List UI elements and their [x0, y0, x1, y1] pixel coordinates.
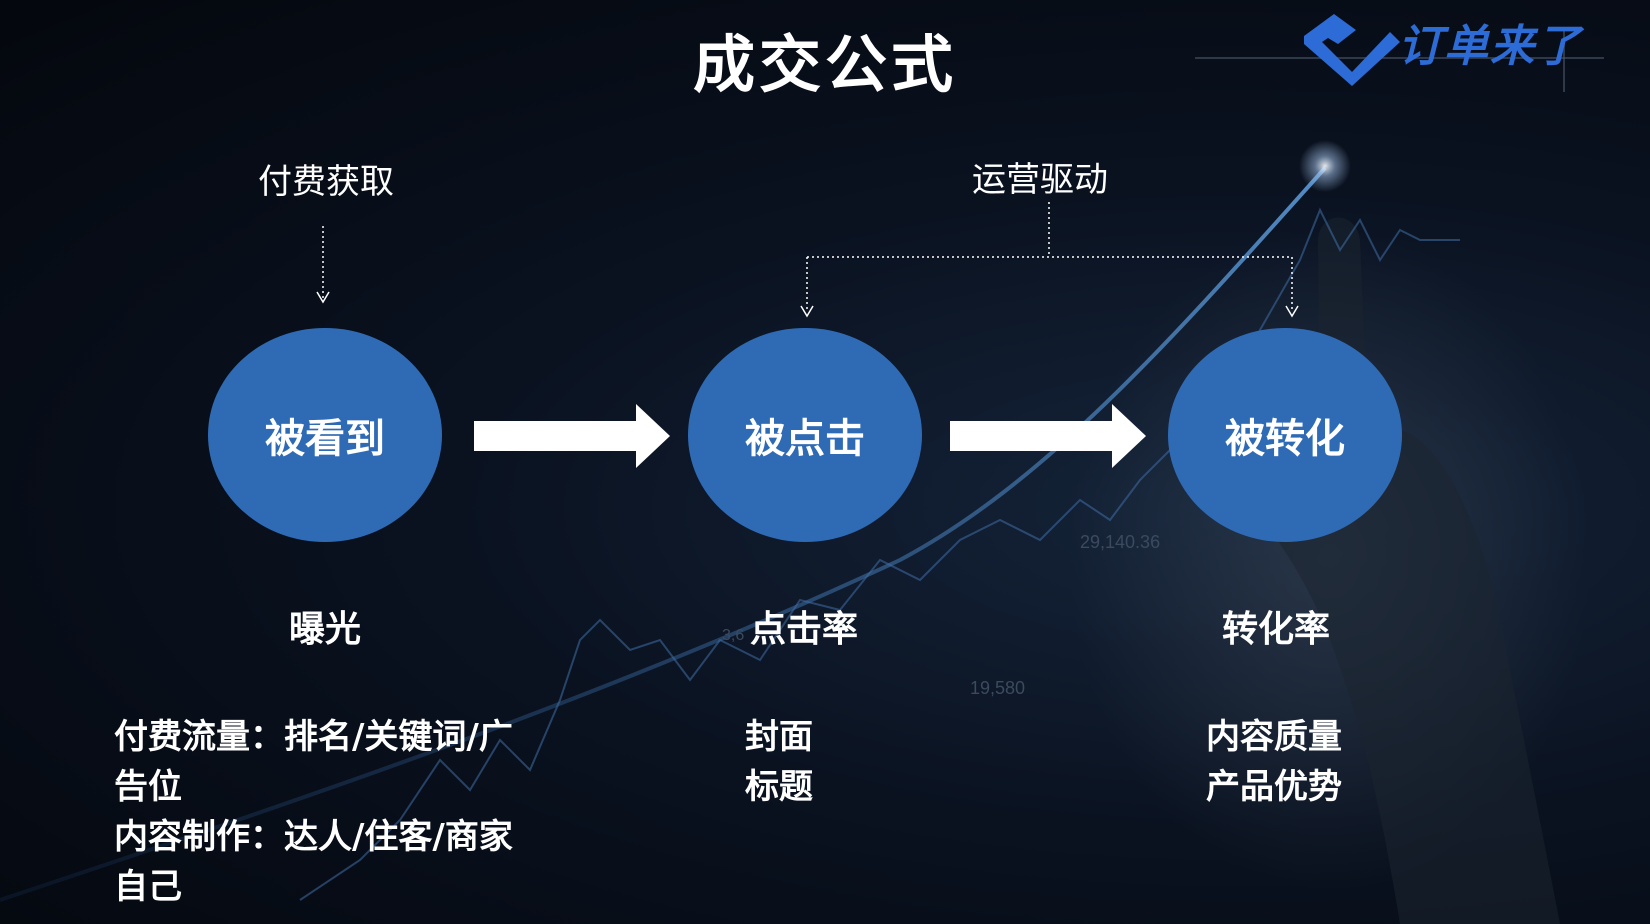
desc-middle-line: 标题 [745, 767, 813, 807]
bg-number-3: 3,6 [722, 627, 744, 644]
node-seen: 被看到 [208, 328, 442, 542]
label-paid-acquisition: 付费获取 [258, 162, 394, 202]
node-converted: 被转化 [1168, 328, 1402, 542]
node-converted-label: 被转化 [1225, 416, 1345, 462]
label-operations-driven: 运营驱动 [972, 160, 1108, 200]
desc-right: 内容质量 产品优势 [1206, 712, 1342, 812]
arrow-right-icon [474, 404, 670, 468]
node-clicked-label: 被点击 [745, 416, 865, 462]
desc-middle: 封面 标题 [745, 712, 813, 812]
node-clicked: 被点击 [688, 328, 922, 542]
desc-right-line: 产品优势 [1206, 767, 1342, 807]
bg-number-2: 19,580 [970, 678, 1025, 698]
logo-icon [1304, 14, 1400, 86]
arrow-right-icon [950, 404, 1146, 468]
desc-left-line: 自己 [114, 867, 182, 907]
metric-conversion-rate: 转化率 [1221, 609, 1330, 650]
logo-text: 订单来了 [1398, 21, 1582, 72]
desc-left: 付费流量：排名/关键词/广 告位 内容制作：达人/住客/商家 自己 [114, 712, 513, 912]
bg-number-1: 29,140.36 [1080, 532, 1160, 552]
page-title: 成交公式 [692, 28, 957, 101]
metric-exposure: 曝光 [288, 609, 361, 650]
desc-middle-line: 封面 [745, 717, 813, 757]
desc-left-line: 告位 [114, 767, 182, 807]
desc-right-line: 内容质量 [1206, 717, 1342, 757]
desc-left-line: 付费流量：排名/关键词/广 [114, 717, 513, 757]
desc-left-line: 内容制作：达人/住客/商家 [114, 817, 513, 857]
metric-click-rate: 点击率 [749, 609, 858, 650]
node-seen-label: 被看到 [265, 416, 385, 462]
